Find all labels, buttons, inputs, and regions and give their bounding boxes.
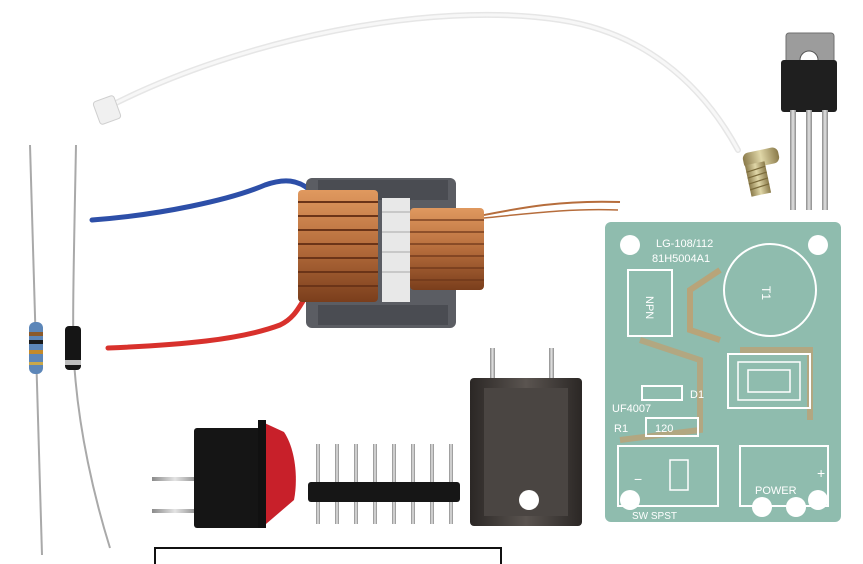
high-voltage-transformer (89, 178, 621, 351)
pcb-diode-ref-label: D1 (690, 389, 704, 401)
pcb-power-label: POWER (755, 485, 797, 497)
label-box (154, 547, 502, 564)
zip-tie (92, 11, 741, 153)
pcb: LG-108/112 81H5004A1 T1 NPN D1 UF4007 R1… (605, 222, 841, 522)
npn-transistor (781, 32, 837, 210)
pcb-resistor-value-label: 120 (655, 423, 673, 435)
pcb-code-label: 81H5004A1 (652, 253, 710, 265)
pcb-transistor-label: NPN (643, 296, 655, 319)
mounting-screw (742, 147, 780, 197)
pcb-minus-label: − (634, 471, 642, 487)
pcb-transformer-label: T1 (759, 286, 773, 300)
pcb-resistor-ref-label: R1 (614, 423, 628, 435)
rocker-switch (152, 420, 296, 528)
resistor (29, 144, 43, 556)
diode (65, 144, 111, 549)
pcb-plus-label: + (817, 465, 825, 481)
pcb-diode-part-label: UF4007 (612, 403, 651, 415)
pcb-switch-label: SW SPST (632, 511, 677, 522)
pcb-model-label: LG-108/112 (656, 238, 713, 250)
heatsink (470, 348, 582, 526)
pin-header (308, 444, 460, 524)
